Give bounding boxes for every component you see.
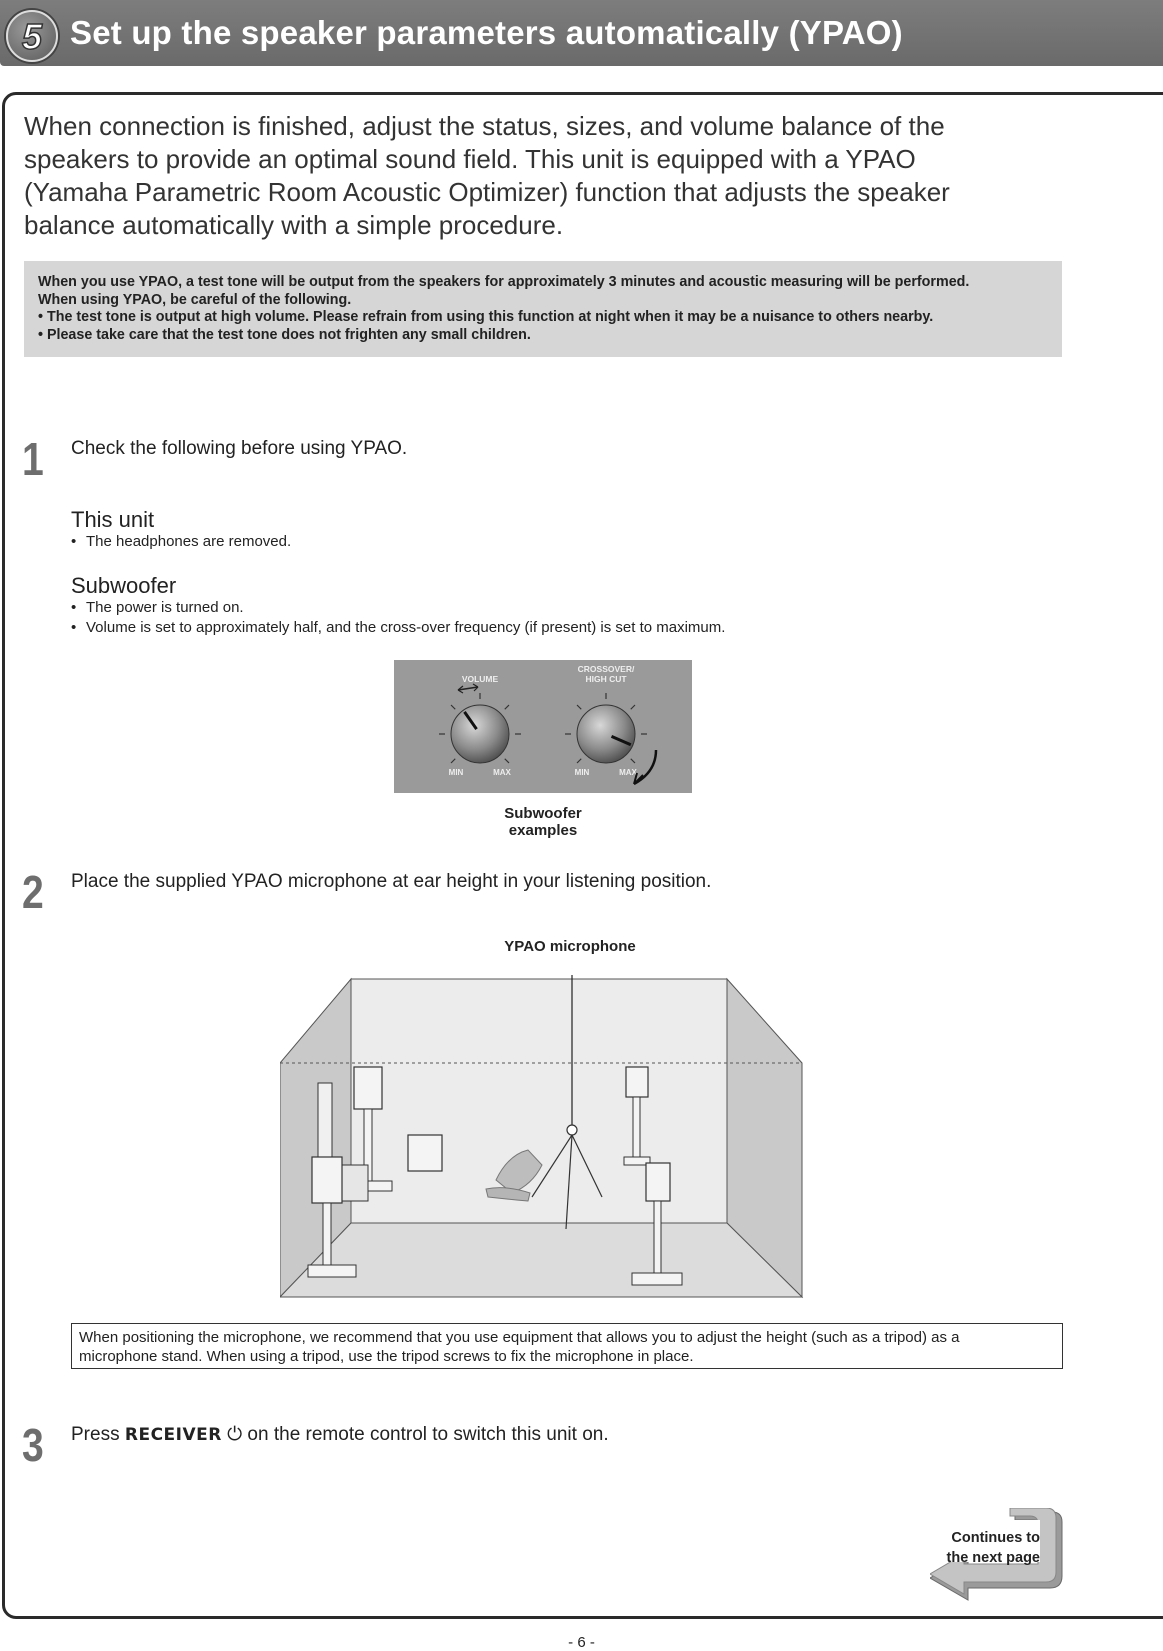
ypao-microphone-label: YPAO microphone xyxy=(504,938,636,955)
front-left-speaker xyxy=(353,1066,383,1110)
volume-label: VOLUME xyxy=(462,674,499,684)
crossover-label: CROSSOVER/ xyxy=(578,664,635,674)
intro-line: When connection is finished, adjust the … xyxy=(24,111,945,141)
subwoofer-bullet: • Volume is set to approximately half, an… xyxy=(71,619,725,636)
scale-tick xyxy=(630,704,636,710)
caution-line: When using YPAO, be careful of the follo… xyxy=(38,291,352,308)
crossover-knob-pointer xyxy=(610,735,632,747)
step-3-number: 3 xyxy=(22,1419,44,1471)
step-2-text: Place the supplied YPAO microphone at ea… xyxy=(71,871,712,892)
volume-knob-pointer xyxy=(463,711,478,730)
speaker-stand xyxy=(632,1096,641,1158)
listening-chair xyxy=(485,1187,531,1202)
content-frame xyxy=(2,92,1163,1619)
note-line: microphone stand. When using a tripod, u… xyxy=(79,1348,694,1365)
front-right-speaker xyxy=(645,1162,671,1202)
speaker-stand xyxy=(653,1200,662,1274)
caution-line: When you use YPAO, a test tone will be o… xyxy=(38,274,970,290)
scale-tick xyxy=(450,704,456,710)
continue-text: Continues to the next page xyxy=(930,1528,1040,1568)
crossover-turn-arrowhead xyxy=(633,772,644,785)
room-floor xyxy=(280,1222,804,1298)
continue-arrow-icon xyxy=(930,1508,1063,1601)
volume-arrow xyxy=(457,686,479,691)
surround-right-speaker xyxy=(625,1066,649,1098)
power-icon: ⏻ xyxy=(227,1424,243,1445)
section-step-badge: 5 xyxy=(6,10,58,62)
step-1-number: 1 xyxy=(22,433,44,485)
tripod-leg xyxy=(571,1134,603,1198)
bullet-dot: • xyxy=(71,599,77,616)
bullet-dot: • xyxy=(71,619,77,636)
step-3-rest: on the remote control to switch this uni… xyxy=(242,1424,609,1445)
subwoofer-bullet: • The power is turned on. xyxy=(71,599,244,616)
speaker-stand-base xyxy=(623,1156,651,1166)
this-unit-heading: This unit xyxy=(71,507,155,532)
subwoofer-caption: Subwoofer examples xyxy=(504,805,582,839)
caution-box: When you use YPAO, a test tone will be o… xyxy=(24,261,1062,357)
this-unit-bullet: • The headphones are removed. xyxy=(71,533,291,550)
volume-scale-ticks xyxy=(439,693,521,764)
scale-tick xyxy=(630,758,636,764)
caution-bullet: • Please take care that the test tone do… xyxy=(38,326,531,343)
crossover-scale-ticks xyxy=(565,693,647,764)
bullet-text: The power is turned on. xyxy=(86,599,244,616)
intro-line: balance automatically with a simple proc… xyxy=(24,210,564,240)
scale-tick xyxy=(576,758,582,764)
page-title: Set up the speaker parameters automatica… xyxy=(70,14,903,51)
page-number: - 6 - xyxy=(568,1634,595,1651)
intro-paragraph: When connection is finished, adjust the … xyxy=(24,110,1004,242)
speaker-stand xyxy=(322,1202,332,1266)
bullet-dot: • xyxy=(71,533,77,550)
section-step-number: 5 xyxy=(21,15,43,58)
crossover-label: HIGH CUT xyxy=(585,674,627,684)
press-word: Press xyxy=(71,1424,125,1445)
volume-max-label: MAX xyxy=(493,768,511,777)
section-header: 5 Set up the speaker parameters automati… xyxy=(0,0,1163,66)
crossover-max-label: MAX xyxy=(619,768,637,777)
listening-room-illustration xyxy=(280,975,804,1299)
subwoofer-knobs-illustration: VOLUME CROSSOVER/ HIGH CUT MIN MAX MIN M… xyxy=(439,664,658,786)
receiver-key-name: RECEIVER xyxy=(124,1425,222,1445)
step-3-text: Press RECEIVER ⏻ on the remote control t… xyxy=(71,1424,609,1446)
intro-line: speakers to provide an optimal sound fie… xyxy=(24,144,916,174)
continue-line: the next page xyxy=(946,1550,1040,1566)
speaker-stand-base xyxy=(631,1272,683,1286)
crossover-min-label: MIN xyxy=(575,768,590,777)
subwoofer-knob-panel: VOLUME CROSSOVER/ HIGH CUT MIN MAX MIN M… xyxy=(394,660,692,793)
step-1-text: Check the following before using YPAO. xyxy=(71,438,408,459)
ypao-microphone xyxy=(566,1124,578,1136)
bullet-text: Volume is set to approximately half, and… xyxy=(86,619,726,636)
bullet-text: The headphones are removed. xyxy=(86,533,292,550)
intro-line: (Yamaha Parametric Room Acoustic Optimiz… xyxy=(24,177,950,207)
scale-tick xyxy=(450,758,456,764)
volume-arrow-heads xyxy=(457,683,479,694)
speaker-stand-base xyxy=(307,1264,357,1278)
subwoofer-heading: Subwoofer xyxy=(71,573,177,598)
volume-knob xyxy=(450,704,510,764)
front-speaker xyxy=(311,1156,343,1204)
listener-silhouette xyxy=(495,1149,543,1194)
scale-tick xyxy=(504,758,510,764)
tripod-leg xyxy=(531,1134,573,1198)
tripod-leg xyxy=(565,1134,573,1230)
tripod-note-box: When positioning the microphone, we reco… xyxy=(71,1323,1063,1369)
continues-next-page: Continues to the next page xyxy=(930,1508,1065,1606)
crossover-knob xyxy=(576,704,636,764)
note-line: When positioning the microphone, we reco… xyxy=(79,1329,960,1346)
scale-tick xyxy=(504,704,510,710)
subwoofer xyxy=(407,1134,443,1172)
caution-bullet: • The test tone is output at high volume… xyxy=(38,309,934,325)
step-2-number: 2 xyxy=(22,866,44,918)
continue-line: Continues to xyxy=(951,1530,1040,1546)
crossover-turn-arrow xyxy=(633,749,658,786)
volume-min-label: MIN xyxy=(449,768,464,777)
scale-tick xyxy=(576,704,582,710)
